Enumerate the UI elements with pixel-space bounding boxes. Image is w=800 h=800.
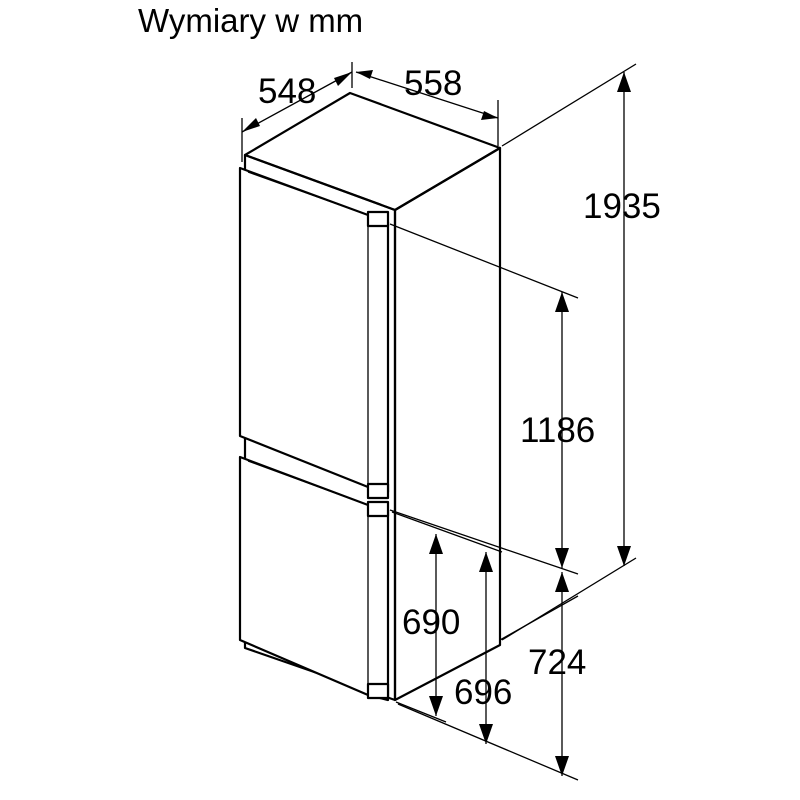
lower-door-b-label: 696 xyxy=(454,673,512,712)
diagram-title: Wymiary w mm xyxy=(138,2,363,39)
dimension-total-height: 1935 xyxy=(501,63,661,641)
width-label: 558 xyxy=(404,64,462,103)
depth-label: 548 xyxy=(258,72,316,111)
dimension-lower-door-b: 696 xyxy=(454,552,512,744)
lower-hinge-bottom xyxy=(366,682,390,700)
dimension-lower-door-a: 690 xyxy=(391,511,503,723)
upper-hinge-top xyxy=(366,210,390,228)
lower-door-panel xyxy=(238,455,390,702)
dimension-depth: 548 xyxy=(241,62,353,162)
dimension-width: 558 xyxy=(355,64,499,146)
dimension-lower-section: 724 xyxy=(397,572,586,781)
dimension-upper-section: 1186 xyxy=(389,223,595,575)
upper-section-label: 1186 xyxy=(520,411,595,450)
upper-door-panel xyxy=(238,166,390,494)
lower-door xyxy=(238,455,390,702)
lower-section-label: 724 xyxy=(528,643,586,682)
lower-door-a-label: 690 xyxy=(402,603,460,642)
upper-door xyxy=(238,166,390,500)
upper-hinge-bottom xyxy=(366,482,390,500)
lower-hinge-top xyxy=(366,500,390,518)
total-height-label: 1935 xyxy=(583,187,661,226)
